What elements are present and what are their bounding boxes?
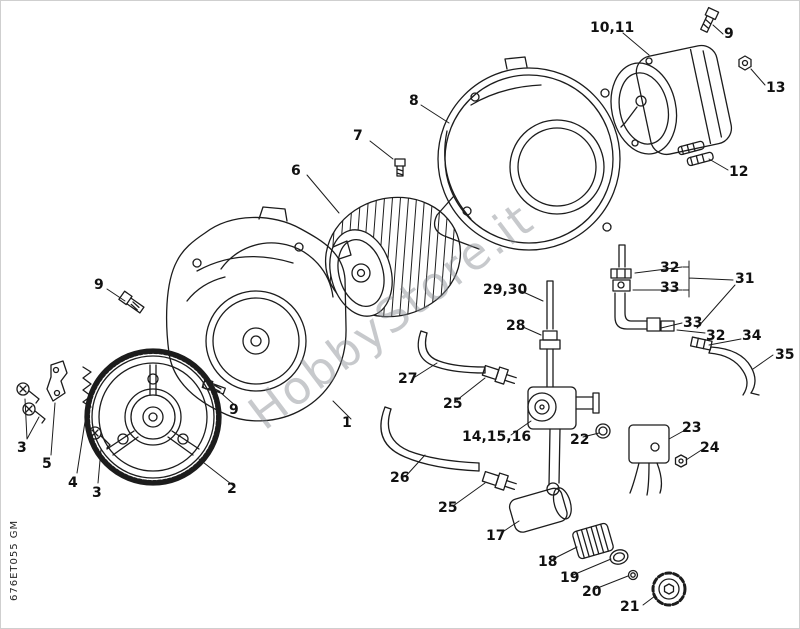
part-hose-27	[417, 330, 486, 374]
part-label-34: 34	[742, 328, 762, 344]
part-screws-3-left	[16, 382, 46, 424]
part-label-24: 24	[700, 440, 720, 456]
part-screw-7	[394, 158, 406, 177]
part-label-12: 12	[729, 164, 749, 180]
part-solenoid	[628, 424, 670, 496]
part-label-25-lower: 25	[438, 500, 458, 516]
part-label-23: 23	[682, 420, 702, 436]
part-fitting-25-lower	[481, 470, 517, 491]
part-screw-9-left	[118, 290, 145, 314]
part-flywheel	[84, 348, 222, 486]
part-label-33-upper: 33	[660, 280, 680, 296]
part-label-25-upper: 25	[443, 396, 463, 412]
part-label-3-right: 3	[92, 485, 102, 501]
part-label-8: 8	[409, 93, 419, 109]
part-volute-housing	[433, 56, 621, 251]
part-label-9-left: 9	[94, 277, 104, 293]
part-label-22: 22	[570, 432, 590, 448]
part-valve-body	[527, 386, 600, 486]
part-fitting-stack	[610, 244, 713, 351]
part-spring-4	[82, 366, 92, 408]
part-label-17: 17	[486, 528, 506, 544]
part-label-35: 35	[775, 347, 795, 363]
part-label-21: 21	[620, 599, 640, 615]
part-oring-20	[627, 569, 639, 581]
part-screw-3-right	[88, 426, 111, 449]
part-nut-24	[674, 454, 688, 468]
part-filter-housing-17	[508, 482, 572, 533]
part-label-28: 28	[506, 318, 526, 334]
part-label-5: 5	[42, 456, 52, 472]
part-knob-21	[651, 571, 687, 607]
part-bracket-5	[46, 360, 68, 402]
part-label-10-11: 10,11	[590, 20, 635, 36]
part-filter-18	[572, 522, 614, 560]
diagram-code: 676ET055 GM	[9, 519, 20, 601]
part-oring-19	[609, 549, 629, 565]
part-label-26: 26	[390, 470, 410, 486]
part-label-9-mid: 9	[229, 402, 239, 418]
part-label-31: 31	[735, 271, 755, 287]
part-label-20: 20	[582, 584, 602, 600]
part-label-4: 4	[68, 475, 78, 491]
part-fitting-28	[539, 330, 561, 388]
part-fitting-25-upper	[481, 364, 517, 385]
part-motor-assembly	[610, 44, 733, 156]
part-label-9-top: 9	[724, 26, 734, 42]
part-screws-12	[677, 140, 714, 167]
part-label-2: 2	[227, 481, 237, 497]
part-label-1: 1	[342, 415, 352, 431]
part-nut-13	[738, 55, 752, 71]
part-label-18: 18	[538, 554, 558, 570]
part-fan-housing	[165, 206, 352, 422]
part-label-29-30: 29,30	[483, 282, 528, 298]
part-label-19: 19	[560, 570, 580, 586]
part-hose-35	[708, 346, 760, 396]
part-screw-9-top	[700, 6, 720, 33]
part-label-7: 7	[353, 128, 363, 144]
part-hose-26	[380, 406, 480, 472]
part-blower-wheel	[318, 190, 462, 326]
part-label-27: 27	[398, 371, 418, 387]
part-label-14-15-16: 14,15,16	[462, 429, 532, 445]
part-oring-22	[595, 423, 611, 439]
part-label-6: 6	[291, 163, 301, 179]
part-pipe-29-30	[546, 280, 554, 330]
part-label-13: 13	[766, 80, 786, 96]
part-label-33-lower: 33	[683, 315, 703, 331]
leader-lines	[24, 24, 774, 606]
part-label-3-left: 3	[17, 440, 27, 456]
part-label-32-lower: 32	[706, 328, 726, 344]
part-label-32-upper: 32	[660, 260, 680, 276]
